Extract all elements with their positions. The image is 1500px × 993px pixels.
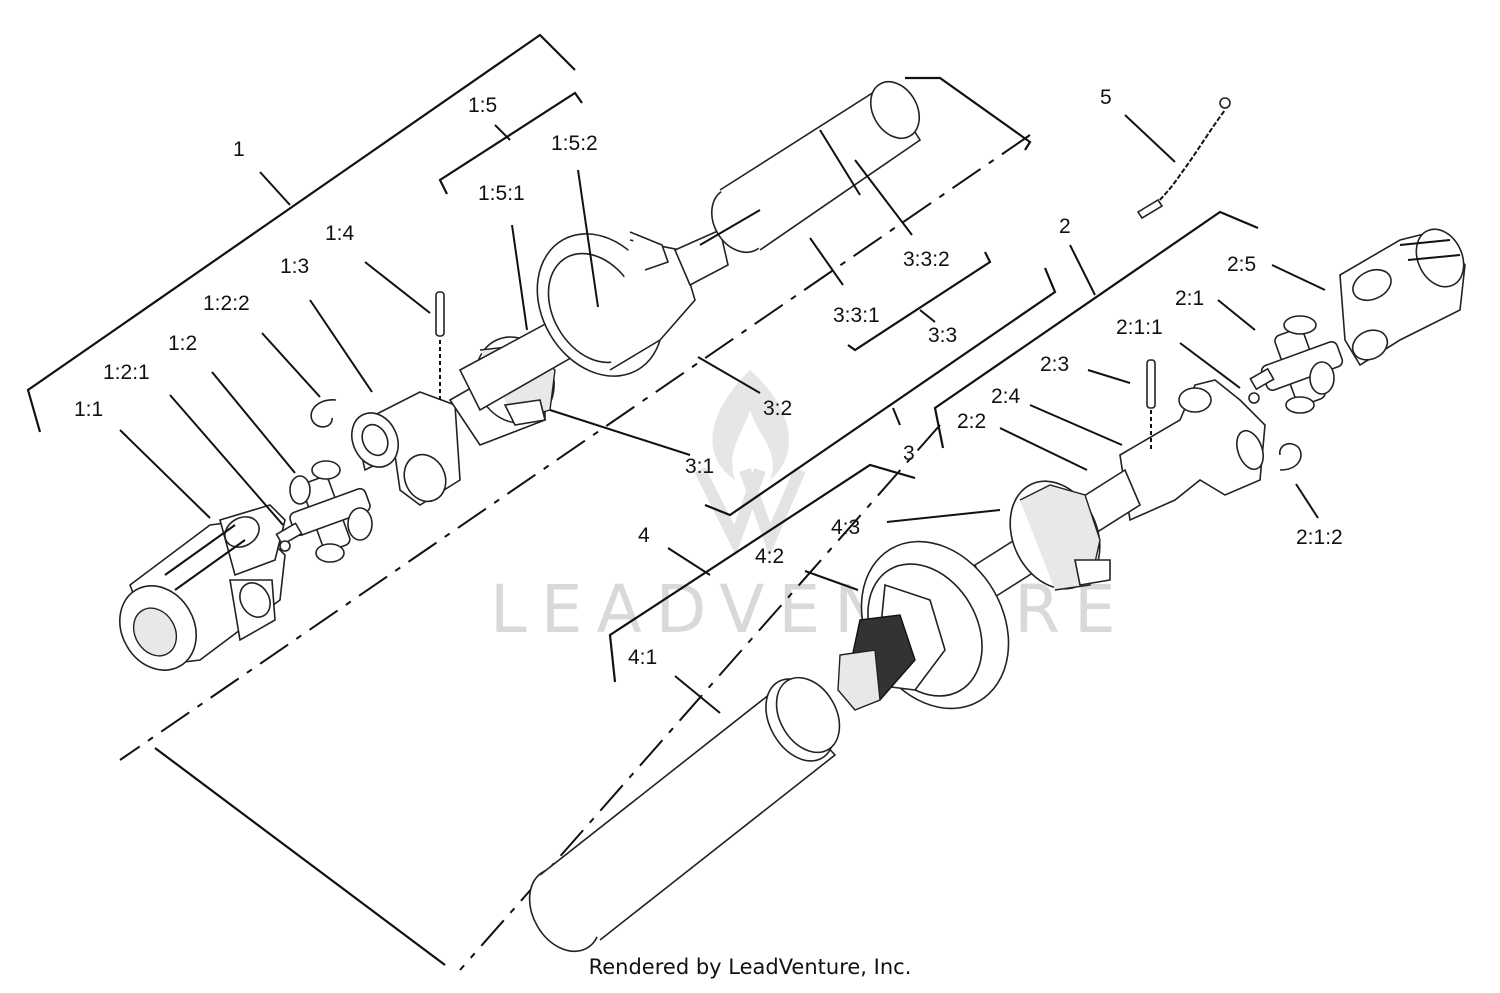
label-4: 4 xyxy=(638,524,650,547)
label-1-5-2: 1:5:2 xyxy=(551,132,598,155)
part-1-2-cross-kit xyxy=(289,460,373,563)
watermark-text: LEADVENTURE xyxy=(490,571,1130,648)
label-1-4: 1:4 xyxy=(325,222,355,245)
label-2-1-1: 2:1:1 xyxy=(1116,316,1163,339)
label-5: 5 xyxy=(1100,86,1112,109)
bracket-2 xyxy=(933,210,1259,449)
callout-labels: 1 1:1 1:2 1:2:1 1:2:2 1:3 1:4 1:5 1:5:1 … xyxy=(74,86,1343,669)
part-2-1-1-grease-fitting xyxy=(1248,367,1275,404)
part-1-2-2-snap-ring xyxy=(310,399,337,428)
part-2-3-roll-pin xyxy=(1146,359,1156,450)
label-3-3-1: 3:3:1 xyxy=(833,304,880,327)
part-4-3-bearing-collar xyxy=(1009,480,1111,591)
label-3-2: 3:2 xyxy=(763,397,792,420)
label-4-1: 4:1 xyxy=(628,646,657,669)
watermark-flame-icon xyxy=(712,370,789,480)
bracket-4-lower xyxy=(154,747,446,966)
label-1-2-1: 1:2:1 xyxy=(103,361,150,384)
label-3-1: 3:1 xyxy=(685,455,714,478)
bracket-4 xyxy=(608,463,916,683)
bracket-3-3-top xyxy=(905,76,1032,151)
label-2-1-2: 2:1:2 xyxy=(1296,526,1343,549)
part-3-2-shield-cone xyxy=(536,228,729,377)
part-1-1-splined-yoke xyxy=(119,504,286,671)
label-2-4: 2:4 xyxy=(991,385,1021,408)
label-1-3: 1:3 xyxy=(280,255,309,278)
leader-lines xyxy=(119,114,1326,714)
upper-center-axis xyxy=(119,134,1031,761)
label-3-3: 3:3 xyxy=(928,324,957,347)
label-4-3: 4:3 xyxy=(831,516,860,539)
rendered-by-footer: Rendered by LeadVenture, Inc. xyxy=(588,955,912,979)
part-4-1-outer-shield xyxy=(528,676,841,953)
label-2-2: 2:2 xyxy=(957,410,986,433)
part-2-2-inner-yoke xyxy=(1119,379,1266,522)
label-2: 2 xyxy=(1059,215,1071,238)
part-4-2-shield-cone xyxy=(837,540,1010,711)
part-5-safety-chain xyxy=(1136,97,1231,220)
label-2-5: 2:5 xyxy=(1227,253,1256,276)
part-2-5-splined-yoke xyxy=(1339,228,1466,367)
label-1-5: 1:5 xyxy=(468,94,497,117)
part-2-1-cross-kit xyxy=(1260,315,1344,414)
part-1-4-roll-pin xyxy=(435,291,445,400)
part-inner-shaft xyxy=(699,209,761,246)
part-1-2-1-grease-fitting xyxy=(275,522,303,552)
label-1: 1 xyxy=(233,138,245,161)
label-4-2: 4:2 xyxy=(755,545,784,568)
part-3-3-outer-shield xyxy=(710,80,922,253)
bracket-3 xyxy=(704,267,1057,517)
part-2-1-2-snap-ring xyxy=(1279,443,1302,471)
label-1-5-1: 1:5:1 xyxy=(478,182,525,205)
label-1-1: 1:1 xyxy=(74,398,103,421)
bracket-3-3 xyxy=(847,251,992,352)
label-2-1: 2:1 xyxy=(1175,287,1204,310)
label-1-2: 1:2 xyxy=(168,332,197,355)
label-1-2-2: 1:2:2 xyxy=(203,292,250,315)
label-2-3: 2:3 xyxy=(1040,353,1069,376)
label-3-3-2: 3:3:2 xyxy=(903,248,950,271)
group-brackets xyxy=(26,33,1259,966)
bracket-1 xyxy=(26,33,576,433)
label-3: 3 xyxy=(903,442,915,465)
